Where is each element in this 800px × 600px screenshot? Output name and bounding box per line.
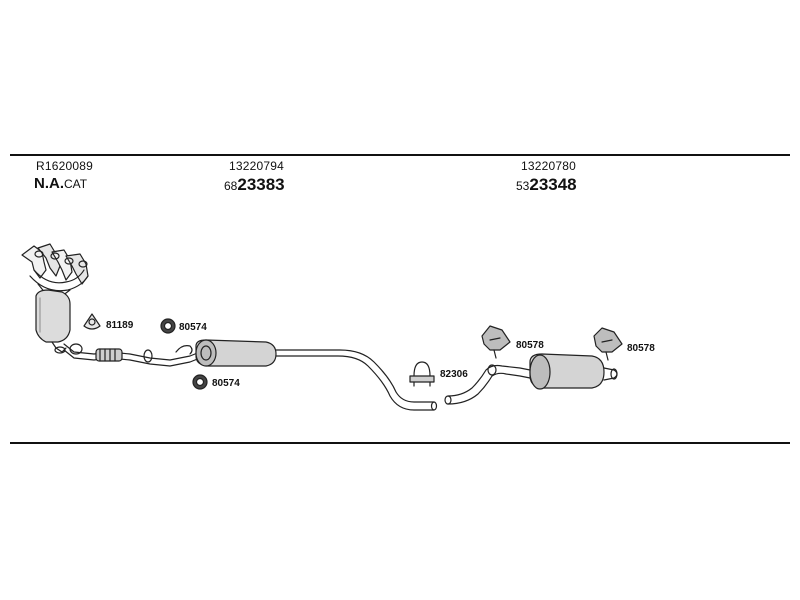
- cat-label-main: N.A.: [34, 175, 64, 192]
- part-code-rear-main: 23348: [529, 175, 577, 194]
- front-hanger-bracket: [175, 345, 193, 355]
- cat-label: N.A.CAT: [34, 175, 87, 192]
- ref-number-rear-muffler: 13220780: [521, 159, 576, 173]
- label-gasket: 81189: [106, 320, 134, 331]
- label-clamp: 82306: [440, 369, 468, 380]
- label-hanger-right: 80578: [627, 343, 655, 354]
- top-divider: [10, 154, 790, 156]
- label-ring-lower: 80574: [212, 378, 240, 389]
- gasket-icon: [83, 313, 101, 330]
- bottom-divider: [10, 442, 790, 444]
- part-code-rear-prefix: 53: [516, 179, 530, 193]
- exhaust-manifold: [21, 243, 89, 297]
- ref-number-manifold: R1620089: [36, 159, 93, 173]
- front-pipe: [63, 343, 201, 367]
- rubber-ring-lower-icon: [192, 374, 208, 390]
- part-code-front-muffler: 6823383: [224, 175, 285, 195]
- front-muffler: [195, 339, 277, 367]
- part-code-rear-muffler: 5323348: [516, 175, 577, 195]
- label-hanger-left: 80578: [516, 340, 544, 351]
- hanger-right-icon: [593, 327, 623, 361]
- cat-label-suffix: CAT: [64, 177, 88, 191]
- rubber-ring-upper-icon: [160, 318, 176, 334]
- rear-muffler: [529, 353, 618, 390]
- hanger-left-icon: [481, 325, 511, 359]
- clamp-icon: [409, 361, 435, 387]
- catalytic-converter: [35, 289, 71, 354]
- intermediate-pipe: [275, 349, 438, 411]
- label-ring-upper: 80574: [179, 322, 207, 333]
- part-code-front-main: 23383: [237, 175, 285, 194]
- rear-inlet-pipe: [444, 364, 531, 405]
- part-code-front-prefix: 68: [224, 179, 238, 193]
- ref-number-front-muffler: 13220794: [229, 159, 284, 173]
